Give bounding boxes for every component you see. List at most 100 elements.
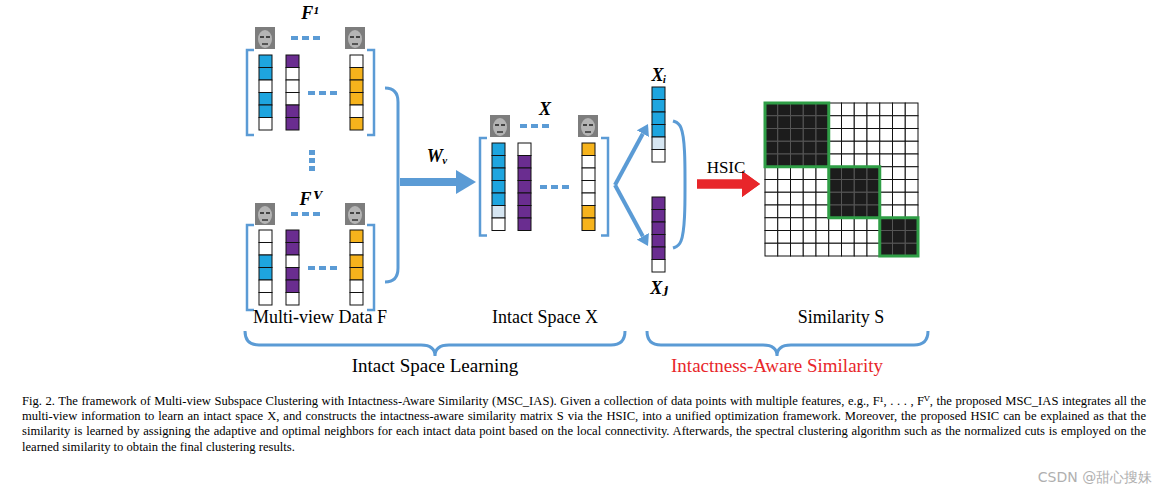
grid-cell bbox=[816, 154, 829, 167]
connector-line bbox=[615, 134, 643, 185]
matrix-cell bbox=[286, 105, 299, 118]
ellipsis-dot bbox=[309, 158, 315, 163]
view-group: Multi-view Data FF¹Fⱽ bbox=[240, 5, 400, 330]
grid-cell bbox=[765, 129, 778, 142]
grid-cell bbox=[829, 218, 842, 231]
grid-cell bbox=[905, 154, 918, 167]
face-frame bbox=[255, 27, 275, 49]
grid-cell bbox=[803, 231, 816, 244]
grid-cell bbox=[893, 167, 906, 180]
face-eye bbox=[495, 124, 499, 126]
intact-space-matrix: XIntact Space X bbox=[478, 99, 612, 330]
matrix-bracket bbox=[247, 225, 254, 310]
grid-cell bbox=[893, 218, 906, 231]
face-eye bbox=[589, 124, 593, 126]
matrix-cell bbox=[582, 218, 595, 231]
node-label: Fⱽ bbox=[246, 189, 374, 210]
grid-cell bbox=[765, 116, 778, 129]
matrix-cell bbox=[652, 222, 665, 235]
grid-cell bbox=[880, 141, 893, 154]
grid-cell bbox=[765, 205, 778, 218]
face-mouth bbox=[497, 131, 503, 133]
grid-cell bbox=[829, 205, 842, 218]
matrix-cell bbox=[286, 55, 299, 68]
matrix-cell bbox=[492, 218, 505, 231]
grid-cell bbox=[880, 129, 893, 142]
grid-cell bbox=[829, 116, 842, 129]
grid-cell bbox=[842, 231, 855, 244]
grid-cell bbox=[803, 141, 816, 154]
face-eye bbox=[266, 36, 270, 38]
matrix-cell bbox=[518, 218, 531, 231]
ellipsis-dash bbox=[531, 124, 538, 128]
matrix-cell bbox=[259, 230, 272, 243]
grid-cell bbox=[842, 218, 855, 231]
matrix-cell bbox=[286, 80, 299, 93]
grid-cell bbox=[803, 218, 816, 231]
grid-cell bbox=[829, 103, 842, 116]
matrix-cell bbox=[286, 118, 299, 131]
grid-cell bbox=[905, 192, 918, 205]
matrix-cell bbox=[492, 181, 505, 194]
grid-cell bbox=[867, 205, 880, 218]
matrix-cell bbox=[259, 243, 272, 256]
grid-cell bbox=[842, 205, 855, 218]
grid-cell bbox=[905, 103, 918, 116]
node-label: X bbox=[478, 99, 612, 120]
face-skin bbox=[258, 30, 272, 48]
grid-cell bbox=[905, 180, 918, 193]
grid-cell bbox=[778, 103, 791, 116]
node-label: Xᵢ bbox=[645, 65, 673, 86]
grid-cell bbox=[867, 129, 880, 142]
grid-cell bbox=[893, 192, 906, 205]
face-skin bbox=[581, 118, 595, 136]
grid-cell bbox=[791, 129, 804, 142]
grid-cell bbox=[791, 218, 804, 231]
grid-cell bbox=[854, 205, 867, 218]
grid-cell bbox=[778, 129, 791, 142]
ellipsis-dash bbox=[542, 124, 549, 128]
face-eye bbox=[260, 36, 264, 38]
face-mouth bbox=[352, 43, 358, 45]
matrix-cell bbox=[259, 55, 272, 68]
grid-cell bbox=[803, 192, 816, 205]
face-mouth bbox=[352, 219, 358, 221]
grid-cell bbox=[842, 192, 855, 205]
matrix-cell bbox=[350, 93, 363, 106]
grid-cell bbox=[816, 129, 829, 142]
grid-cell bbox=[854, 116, 867, 129]
face-eye bbox=[260, 212, 264, 214]
grid-cell bbox=[803, 243, 816, 256]
grid-cell bbox=[842, 129, 855, 142]
matrix-cell bbox=[286, 268, 299, 281]
matrix-cell bbox=[350, 280, 363, 293]
grid-cell bbox=[880, 205, 893, 218]
grid-cell bbox=[803, 180, 816, 193]
section-brace bbox=[245, 331, 625, 356]
grid-cell bbox=[854, 192, 867, 205]
grid-cell bbox=[816, 167, 829, 180]
matrix-cell bbox=[286, 68, 299, 81]
face-frame bbox=[578, 115, 598, 137]
face-frame bbox=[345, 27, 365, 49]
matrix-cell bbox=[350, 230, 363, 243]
grid-cell bbox=[791, 243, 804, 256]
grid-cell bbox=[791, 192, 804, 205]
grid-cell bbox=[778, 205, 791, 218]
matrix-cell bbox=[259, 118, 272, 131]
matrix-cell bbox=[259, 293, 272, 306]
similarity-matrix: Similarity S bbox=[762, 99, 920, 330]
connector-line bbox=[615, 185, 643, 236]
data-vector: Xⱼ bbox=[645, 195, 673, 303]
grid-cell bbox=[765, 243, 778, 256]
matrix-cell bbox=[518, 206, 531, 219]
face-frame bbox=[345, 203, 365, 225]
grid-cell bbox=[854, 129, 867, 142]
grid-cell bbox=[778, 167, 791, 180]
face-skin bbox=[348, 30, 362, 48]
grid-cell bbox=[854, 141, 867, 154]
face-mouth bbox=[585, 131, 591, 133]
grid-cell bbox=[842, 103, 855, 116]
matrix-cell bbox=[350, 105, 363, 118]
grid-cell bbox=[880, 167, 893, 180]
